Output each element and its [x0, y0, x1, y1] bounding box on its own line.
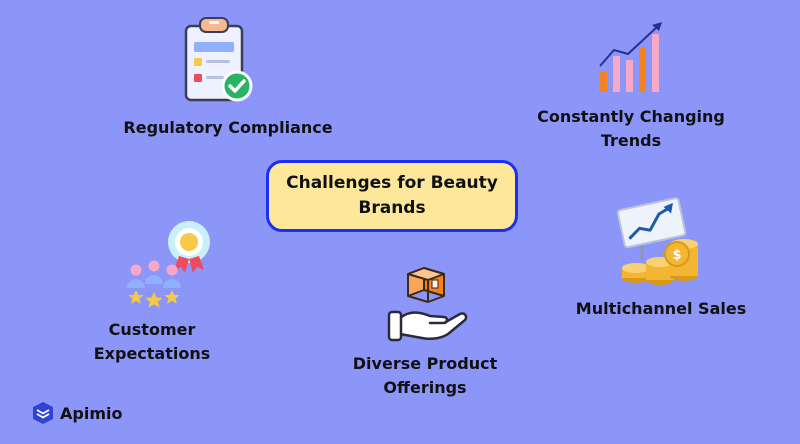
node-regulatory-compliance: Regulatory Compliance	[123, 118, 333, 137]
clipboard-check-icon	[184, 17, 253, 102]
center-title-box: Challenges for Beauty Brands	[266, 160, 518, 232]
apimio-logo: Apimio	[32, 401, 122, 425]
coins-growth-chart-icon: $	[616, 197, 698, 285]
layers-logo-icon	[33, 402, 53, 424]
node-diverse-product-offerings: Diverse Product Offerings	[352, 354, 498, 397]
customer-rating-icon	[127, 221, 210, 308]
node-constantly-changing-trends: Constantly Changing Trends	[537, 107, 725, 150]
center-title: Challenges for Beauty Brands	[286, 173, 498, 218]
node-multichannel-sales: Multichannel Sales	[575, 299, 747, 318]
node-customer-expectations: Customer Expectations	[93, 320, 211, 363]
hand-holding-box-icon	[387, 267, 468, 342]
svg-text:$: $	[672, 248, 681, 263]
rising-bar-chart-icon	[599, 22, 662, 92]
brand-name: Apimio	[60, 403, 123, 423]
